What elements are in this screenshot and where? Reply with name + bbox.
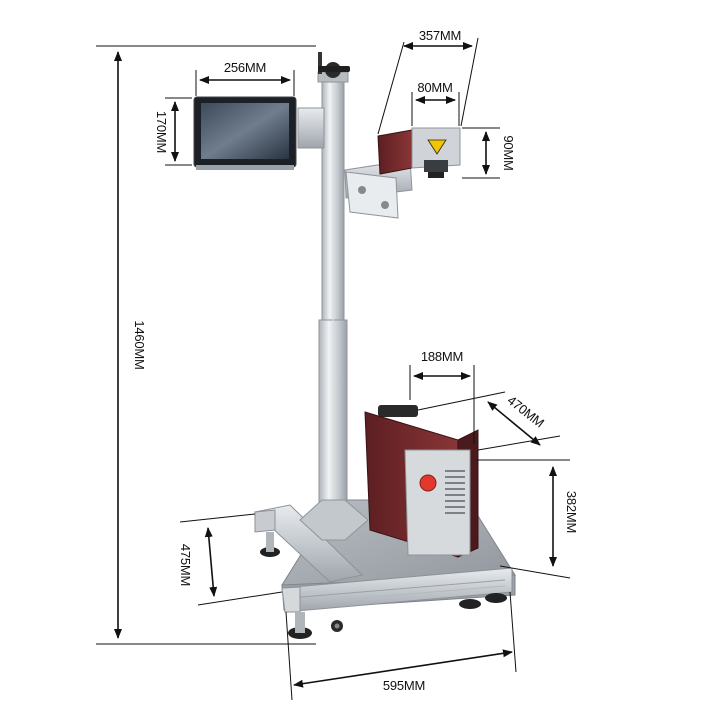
machine-illustration xyxy=(193,52,516,639)
label-total-height: 1460MM xyxy=(132,320,147,369)
dimension-laser-length xyxy=(377,37,479,135)
label-laser-length: 357MM xyxy=(419,28,461,43)
dimension-laser-width xyxy=(411,92,460,126)
dimension-controller-height xyxy=(476,459,571,579)
base-frame xyxy=(253,504,513,613)
controller-box xyxy=(364,405,479,558)
dimension-controller-width xyxy=(409,365,475,444)
dimension-laser-height xyxy=(462,127,500,179)
crank-handle xyxy=(317,52,350,83)
label-screen-width: 256MM xyxy=(224,60,266,75)
label-base-depth: 475MM xyxy=(178,544,193,586)
touch-screen xyxy=(193,96,325,170)
label-screen-height: 170MM xyxy=(154,111,169,153)
vertical-column xyxy=(299,77,369,541)
label-laser-height: 90MM xyxy=(501,135,516,170)
dimension-screen-width xyxy=(195,70,295,96)
dimension-annotations xyxy=(96,37,571,701)
label-laser-width: 80MM xyxy=(417,80,452,95)
dimension-controller-depth xyxy=(417,391,561,451)
dimension-base-depth xyxy=(179,513,283,606)
dimension-base-width xyxy=(285,591,517,701)
label-controller-depth: 470MM xyxy=(504,393,547,431)
feet xyxy=(260,532,507,639)
label-controller-height: 382MM xyxy=(564,491,579,533)
dimension-screen-height xyxy=(165,97,192,166)
dimension-labels: 1460MM 256MM 170MM 357MM 80MM 90MM 188MM… xyxy=(132,28,579,693)
label-controller-width: 188MM xyxy=(421,349,463,364)
label-base-width: 595MM xyxy=(383,678,425,693)
laser-head xyxy=(377,127,461,178)
dimension-total-height xyxy=(96,45,316,645)
